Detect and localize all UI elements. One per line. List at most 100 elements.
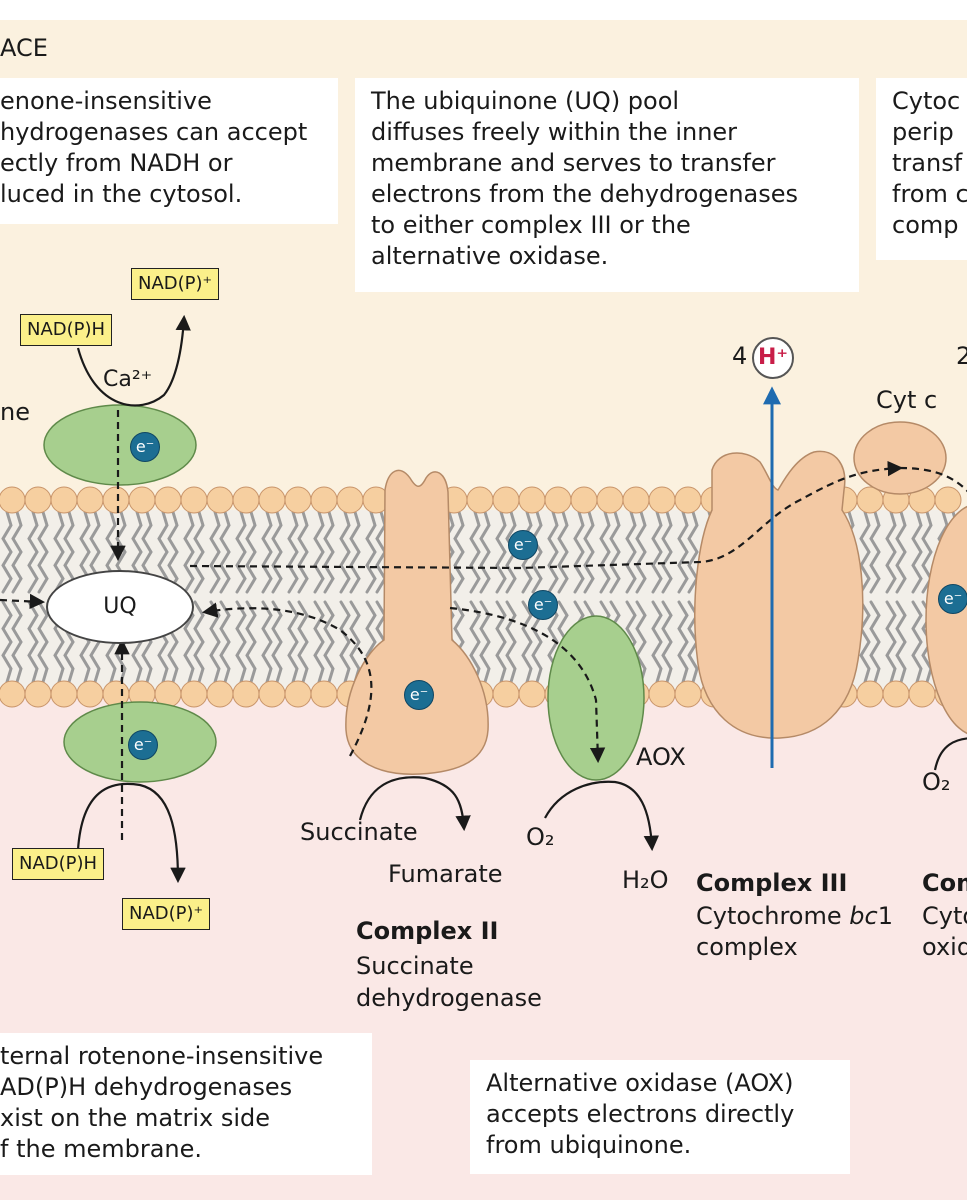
note-line: ternal rotenone-insensitive: [0, 1042, 324, 1070]
oxygen-label: O₂: [526, 823, 555, 851]
lipid-head: [154, 486, 182, 514]
nadp-plus-bottom-tag: NAD(P)⁺: [122, 898, 211, 930]
water-label: H₂O: [622, 866, 669, 894]
note-line: f the membrane.: [0, 1135, 203, 1163]
note-line: from c: [892, 180, 967, 208]
note-line: enone-insensitive: [0, 87, 212, 115]
lipid-head: [284, 486, 312, 514]
lipid-tail: [271, 600, 283, 684]
lipid-tail: [219, 510, 231, 594]
lipid-head: [180, 680, 208, 708]
nadp-plus-top-tag: NAD(P)⁺: [131, 268, 220, 300]
lipid-tail: [677, 600, 689, 684]
lipid-head: [310, 680, 338, 708]
lipid-head: [76, 486, 104, 514]
complex-iii-subtitle: Cytochrome bc1: [696, 902, 893, 930]
lipid-tail: [313, 510, 325, 594]
lipid-tail: [495, 510, 507, 594]
ubiquinone-pool: UQ: [46, 570, 194, 644]
external-dehydrogenase: [43, 404, 197, 486]
lipid-tail: [895, 600, 907, 684]
complex-iii-sub-prefix: Cytochrome: [696, 902, 850, 930]
lipid-tail: [1, 600, 13, 684]
complex-iv-subtitle-line1: Cyto: [922, 902, 967, 930]
lipid-head: [492, 486, 520, 514]
lipid-tail: [609, 510, 621, 594]
lipid-tail: [11, 510, 23, 594]
lipid-head: [466, 486, 494, 514]
lipid-head: [128, 486, 156, 514]
lipid-head: [232, 486, 260, 514]
lipid-tail: [219, 600, 231, 684]
lipid-tail: [167, 510, 179, 594]
lipid-tail: [209, 600, 221, 684]
lipid-tail: [183, 510, 195, 594]
lipid-tail: [573, 510, 585, 594]
lipid-tail: [37, 510, 49, 594]
complex-iv-subtitle-line2: oxid: [922, 933, 967, 961]
lipid-tail: [479, 510, 491, 594]
lipid-tail: [661, 510, 673, 594]
lipid-tail: [651, 510, 663, 594]
lipid-head: [544, 486, 572, 514]
lipid-head: [206, 680, 234, 708]
lipid-tail: [339, 600, 351, 684]
lipid-head: [674, 486, 702, 514]
note-line: accepts electrons directly: [486, 1100, 795, 1128]
lipid-tail: [1, 510, 13, 594]
external-dehydrogenases-note: enone-insensitive hydrogenases can accep…: [0, 78, 338, 224]
note-line: comp: [892, 211, 959, 239]
lipid-tail: [349, 600, 361, 684]
note-line: membrane and serves to transfer: [371, 149, 776, 177]
lipid-head: [0, 680, 26, 708]
lipid-tail: [583, 510, 595, 594]
note-line: electrons from the dehydrogenases: [371, 180, 799, 208]
lipid-head: [674, 680, 702, 708]
electron-badge-internal: e⁻: [128, 730, 158, 760]
lipid-tail: [297, 600, 309, 684]
lipid-tail: [895, 510, 907, 594]
lipid-tail: [859, 600, 871, 684]
lipid-tail: [443, 510, 455, 594]
lipid-tail: [245, 510, 257, 594]
lipid-tail: [53, 510, 65, 594]
lipid-head: [856, 680, 884, 708]
complex-iii-subtitle-line2: complex: [696, 933, 798, 961]
reaction-arrows: [76, 314, 967, 884]
lipid-tail: [349, 510, 361, 594]
lipid-tail: [495, 600, 507, 684]
lipid-head: [882, 680, 910, 708]
lipid-tail: [261, 600, 273, 684]
lipid-head: [648, 680, 676, 708]
complex-ii-subtitle-line1: Succinate: [356, 952, 474, 980]
lipid-tail: [287, 510, 299, 594]
note-line: diffuses freely within the inner: [371, 118, 738, 146]
lipid-tail: [287, 600, 299, 684]
proton-count-label: 4: [732, 342, 748, 370]
lipid-tail: [505, 600, 517, 684]
lipid-tail: [183, 600, 195, 684]
left-fragment-label: ne: [0, 398, 30, 426]
note-line: alternative oxidase.: [371, 242, 609, 270]
lipid-tail: [677, 510, 689, 594]
lipid-head: [258, 680, 286, 708]
lipid-tail: [885, 510, 897, 594]
succinate-label: Succinate: [300, 818, 418, 846]
lipid-head: [570, 486, 598, 514]
note-line: perip: [892, 118, 954, 146]
lipid-head: [180, 486, 208, 514]
complex-iii-title: Complex III: [696, 869, 848, 897]
lipid-tail: [365, 510, 377, 594]
complex-ii-subtitle-line2: dehydrogenase: [356, 984, 542, 1012]
note-line: transf: [892, 149, 963, 177]
cytochrome-c-label: Cyt c: [876, 386, 938, 414]
lipid-tail: [479, 600, 491, 684]
electron-badge-pool-upper: e⁻: [508, 530, 538, 560]
complex-iv-protein: [925, 505, 967, 735]
lipid-tail: [313, 600, 325, 684]
complex-ii-title: Complex II: [356, 917, 499, 945]
calcium-label: Ca²⁺: [103, 367, 153, 392]
lipid-head: [24, 486, 52, 514]
lipid-tail: [297, 510, 309, 594]
note-line: AD(P)H dehydrogenases: [0, 1073, 293, 1101]
